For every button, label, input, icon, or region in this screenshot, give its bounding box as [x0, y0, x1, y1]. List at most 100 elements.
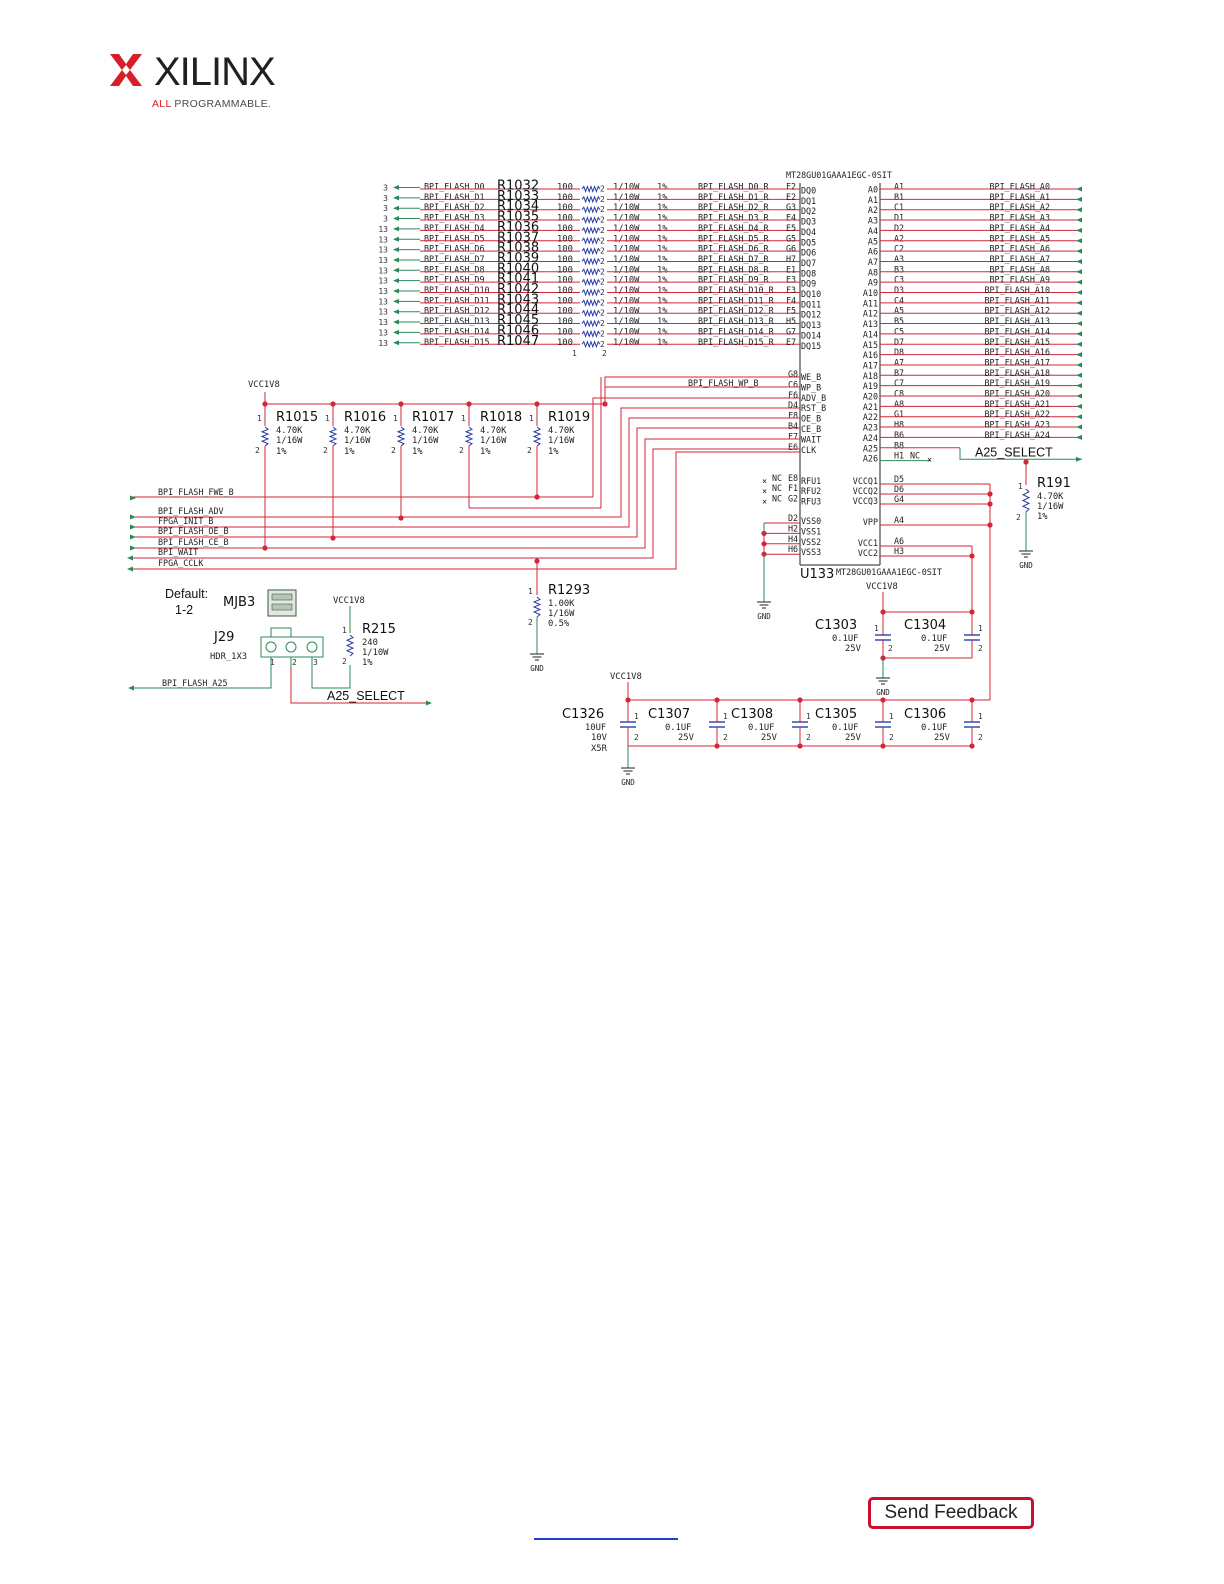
- power-ball-label: D6: [894, 484, 904, 494]
- c1326-voltage: 10V: [591, 733, 608, 743]
- data-ball-label: G3: [786, 202, 796, 212]
- data-series-resistor-value: 100: [557, 276, 573, 286]
- data-port-arrow: [393, 309, 399, 315]
- addr-port-arrow: [1076, 269, 1082, 275]
- data-series-resistor-zigzag: [581, 278, 601, 287]
- addr-net-label: BPI_FLASH_A1: [989, 192, 1050, 202]
- data-series-resistor-value: 100: [557, 245, 573, 255]
- ctrl-ball-label: B4: [788, 421, 798, 431]
- data-net-label: BPI_FLASH_D0: [424, 182, 485, 192]
- data-resistor-pin-number: 2: [600, 257, 605, 266]
- cap-bottom-voltage: 25V: [845, 733, 862, 743]
- data-series-resistor-value: 100: [557, 265, 573, 275]
- rfu-pin-label: RFU2: [801, 486, 821, 496]
- power-pin-label: VCCQ1: [853, 476, 878, 486]
- pullup-pin-number: 1: [461, 414, 466, 423]
- cap-pin-number: 1: [889, 712, 894, 721]
- jumper-shunt-icon: [271, 593, 293, 601]
- data-net-label: BPI_FLASH_D1: [424, 192, 485, 202]
- data-rnet-label: BPI_FLASH_D10_R: [698, 285, 775, 295]
- vss-ball-label: H2: [788, 523, 798, 533]
- pullup-zigzag: [532, 426, 542, 447]
- addr-ball-label: H1: [894, 451, 904, 461]
- a25-select-label-left: A25_SELECT: [327, 689, 405, 703]
- addr-pin-label: A22: [863, 412, 878, 422]
- footer-link[interactable]: [534, 1538, 678, 1540]
- addr-pin-label: A0: [868, 185, 878, 195]
- data-port-arrow: [393, 278, 399, 284]
- data-series-resistor-tolerance: 1%: [657, 234, 668, 244]
- addr-net-label: BPI_FLASH_A14: [984, 326, 1050, 336]
- power-ball-label: A6: [894, 536, 904, 546]
- data-pin-label: DQ10: [801, 289, 821, 299]
- ctrl-port-arrow: [130, 534, 136, 540]
- data-pin-label: DQ4: [801, 227, 816, 237]
- data-series-resistor-tolerance: 1%: [657, 193, 668, 203]
- power-pin-label: VCCQ3: [853, 496, 878, 506]
- data-series-resistor-tolerance: 1%: [657, 317, 668, 327]
- addr-net-label: BPI_FLASH_A5: [989, 233, 1050, 243]
- data-resistor-pin-number: 2: [602, 349, 607, 358]
- data-series-resistor-ref: R1035: [497, 210, 539, 225]
- addr-ball-label: D7: [894, 337, 904, 347]
- addr-port-arrow: [1076, 217, 1082, 223]
- data-resistor-pin-number: 2: [600, 340, 605, 349]
- ctrl-port-arrow: [130, 545, 136, 551]
- data-series-resistor-value: 100: [557, 296, 573, 306]
- data-resistor-pin-number: 2: [600, 195, 605, 204]
- power-pin-label: VPP: [863, 517, 878, 527]
- addr-ball-label: D3: [894, 285, 904, 295]
- send-feedback-button[interactable]: Send Feedback: [868, 1497, 1034, 1529]
- data-series-resistor-power: 1/10W: [613, 193, 640, 203]
- data-series-resistor-value: 100: [557, 307, 573, 317]
- we-b-wire: [604, 376, 800, 404]
- ctrl-port-arrow: [127, 566, 133, 572]
- vcc-label-r215: VCC1V8: [333, 596, 365, 606]
- data-resistor-pin-number: 2: [600, 309, 605, 318]
- addr-ball-label: A8: [894, 399, 904, 409]
- data-pin-label: DQ13: [801, 320, 821, 330]
- data-sheet-ref: 13: [378, 246, 388, 255]
- data-ball-label: G7: [786, 326, 796, 336]
- data-series-resistor-power: 1/10W: [613, 265, 640, 275]
- r191-pin-number: 2: [1016, 513, 1021, 522]
- data-pin-label: DQ1: [801, 196, 816, 206]
- gnd-label: GND: [1019, 561, 1033, 570]
- data-series-resistor-zigzag: [581, 319, 601, 328]
- data-pin-label: DQ11: [801, 299, 821, 309]
- addr-pin-label: A7: [868, 257, 878, 267]
- addr-ball-label: B8: [894, 440, 904, 450]
- data-series-resistor-zigzag: [581, 267, 601, 276]
- data-series-resistor-ref: R1033: [497, 189, 539, 204]
- ctrl-ball-label: F6: [788, 390, 798, 400]
- addr-ball-label: D1: [894, 213, 904, 223]
- data-series-resistor-ref: R1040: [497, 261, 539, 276]
- addr-pin-label: A14: [863, 329, 878, 339]
- addr-pin-label: A26: [863, 454, 878, 464]
- data-series-resistor-zigzag: [581, 329, 601, 338]
- pullup-3-dot: [398, 515, 404, 521]
- data-series-resistor-power: 1/10W: [613, 234, 640, 244]
- addr-port-arrow: [1076, 341, 1082, 347]
- cap-pin-number: 1: [874, 624, 879, 633]
- addr-net-label: BPI_FLASH_A22: [984, 409, 1050, 419]
- data-series-resistor-ref: R1042: [497, 282, 539, 297]
- pullup-2-dot: [330, 535, 336, 541]
- ctrl-ball-label: F7: [788, 431, 798, 441]
- pullup-ref: R1019: [548, 410, 590, 425]
- data-pin-label: DQ3: [801, 217, 816, 227]
- data-series-resistor-power: 1/10W: [613, 203, 640, 213]
- c1303-ref: C1303: [815, 618, 857, 633]
- addr-ball-label: C3: [894, 275, 904, 285]
- pullup-power: 1/16W: [344, 436, 371, 446]
- pullup-ref: R1016: [344, 410, 386, 425]
- cap-bottom-voltage: 25V: [678, 733, 695, 743]
- data-series-resistor-ref: R1041: [497, 272, 539, 287]
- cap-bottom-ref: C1307: [648, 707, 690, 722]
- data-sheet-ref: 13: [378, 297, 388, 306]
- cap-pin-number: 1: [806, 712, 811, 721]
- cap-pin-number: 2: [978, 733, 983, 742]
- rfu-nc-label: NC: [772, 493, 782, 503]
- jumper-default-value: 1-2: [175, 603, 193, 617]
- addr-net-label: BPI_FLASH_A9: [989, 275, 1050, 285]
